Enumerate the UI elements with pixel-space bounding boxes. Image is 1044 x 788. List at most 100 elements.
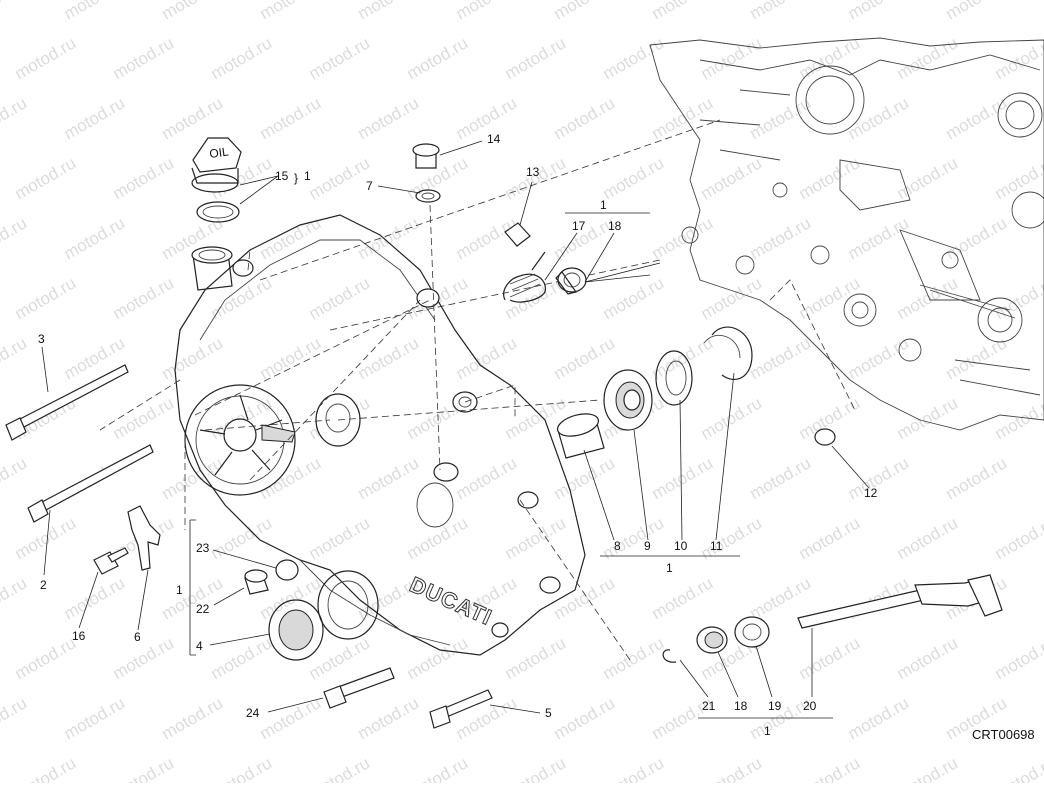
watermark-text: motod.ru — [1041, 693, 1044, 743]
watermark-text: motod.ru — [845, 333, 913, 383]
watermark-text: motod.ru — [649, 93, 717, 143]
watermark-text: motod.ru — [110, 153, 178, 203]
watermark-text: motod.ru — [894, 753, 962, 783]
watermark-text: motod.ru — [894, 33, 962, 83]
watermark-text: motod.ru — [747, 213, 815, 263]
watermark-text: motod.ru — [894, 393, 962, 443]
watermark-text: motod.ru — [747, 333, 815, 383]
watermark-text: motod.ru — [845, 0, 913, 23]
callout-19: 19 — [768, 699, 782, 713]
watermark-text: motod.ru — [0, 0, 30, 23]
watermark-text: motod.ru — [306, 153, 374, 203]
watermark-text: motod.ru — [1041, 453, 1044, 503]
watermark-text: motod.ru — [845, 693, 913, 743]
callout-16: 16 — [72, 629, 86, 643]
watermark-text: motod.ru — [306, 513, 374, 563]
watermark-text: motod.ru — [796, 513, 864, 563]
watermark-text: motod.ru — [110, 753, 178, 783]
watermark-text: motod.ru — [747, 93, 815, 143]
watermark-text: motod.ru — [110, 273, 178, 323]
watermark-text: motod.ru — [355, 693, 423, 743]
watermark-text: motod.ru — [110, 393, 178, 443]
watermark-text: motod.ru — [1041, 93, 1044, 143]
callout-5: 5 — [545, 706, 552, 720]
watermark-text: motod.ru — [992, 153, 1044, 203]
watermark-text: motod.ru — [61, 0, 129, 23]
watermark-text: motod.ru — [502, 33, 570, 83]
watermark-text: motod.ru — [159, 453, 227, 503]
callout-4: 4 — [196, 639, 203, 653]
watermark-text: motod.ru — [649, 0, 717, 23]
group-label-cover: 1 — [176, 583, 183, 597]
watermark-text: motod.ru — [551, 453, 619, 503]
callout-20: 20 — [803, 699, 817, 713]
callout-18: 18 — [608, 219, 622, 233]
watermark-text: motod.ru — [159, 573, 227, 623]
watermark-text: motod.ru — [1041, 213, 1044, 263]
watermark-text: motod.ru — [355, 453, 423, 503]
watermark-text: motod.ru — [61, 693, 129, 743]
watermark-text: motod.ru — [12, 633, 80, 683]
watermark-text: motod.ru — [502, 633, 570, 683]
watermark-text: motod.ru — [0, 693, 30, 743]
watermark-text: motod.ru — [355, 0, 423, 23]
watermark-text: motod.ru — [600, 273, 668, 323]
watermark-text: motod.ru — [796, 153, 864, 203]
watermark-text: motod.ru — [551, 0, 619, 23]
watermark-text: motod.ru — [0, 213, 30, 263]
watermark-text: motod.ru — [600, 153, 668, 203]
watermark-text: motod.ru — [845, 453, 913, 503]
watermark-text: motod.ru — [0, 93, 30, 143]
drawing-code: CRT00698 — [972, 727, 1035, 742]
watermark-text: motod.ru — [796, 753, 864, 783]
callout-24: 24 — [246, 706, 260, 720]
callout-7: 7 — [366, 179, 373, 193]
group-label-bearing: 1 — [666, 561, 673, 575]
watermark-text: motod.ru — [404, 633, 472, 683]
watermark-text: motod.ru — [1041, 333, 1044, 383]
callout-22: 22 — [196, 602, 210, 616]
watermark-text: motod.ru — [306, 273, 374, 323]
watermark-text: motod.ru — [404, 753, 472, 783]
watermark-text: motod.ru — [355, 213, 423, 263]
callout-2: 2 — [40, 578, 47, 592]
callout-23: 23 — [196, 541, 210, 555]
watermark-text: motod.ru — [208, 33, 276, 83]
watermark-text: motod.ru — [698, 153, 766, 203]
callout-12: 12 — [864, 486, 878, 500]
watermark-text: motod.ru — [110, 33, 178, 83]
watermark-text: motod.ru — [257, 0, 325, 23]
watermark-text: motod.ru — [355, 93, 423, 143]
watermark-text: motod.ru — [404, 513, 472, 563]
watermark-text: motod.ru — [159, 693, 227, 743]
watermark-text: motod.ru — [551, 333, 619, 383]
watermark-text: motod.ru — [0, 573, 30, 623]
watermark-text: motod.ru — [747, 573, 815, 623]
watermark-text: motod.ru — [502, 753, 570, 783]
watermark-text: motod.ru — [698, 753, 766, 783]
watermark-text: motod.ru — [306, 753, 374, 783]
watermark-text: motod.ru — [747, 453, 815, 503]
watermark-text: motod.ru — [894, 273, 962, 323]
callout-18b: 18 — [734, 699, 748, 713]
watermark-text: motod.ru — [992, 513, 1044, 563]
watermark-text: motod.ru — [943, 453, 1011, 503]
watermark-text: motod.ru — [502, 393, 570, 443]
watermark-text: motod.ru — [159, 93, 227, 143]
watermark-text: motod.ru — [0, 453, 30, 503]
brand-logo: DUCATI — [406, 572, 496, 630]
watermark-text: motod.ru — [1041, 573, 1044, 623]
watermark-text: motod.ru — [992, 273, 1044, 323]
callout-17: 17 — [572, 219, 586, 233]
watermark-text: motod.ru — [747, 0, 815, 23]
watermark-text: motod.ru — [894, 513, 962, 563]
watermark-text: motod.ru — [845, 93, 913, 143]
watermark-text: motod.ru — [404, 33, 472, 83]
watermark-text: motod.ru — [453, 453, 521, 503]
watermark-text: motod.ru — [943, 333, 1011, 383]
watermark-text: motod.ru — [12, 273, 80, 323]
watermark-text: motod.ru — [600, 753, 668, 783]
watermark-text: motod.ru — [404, 153, 472, 203]
